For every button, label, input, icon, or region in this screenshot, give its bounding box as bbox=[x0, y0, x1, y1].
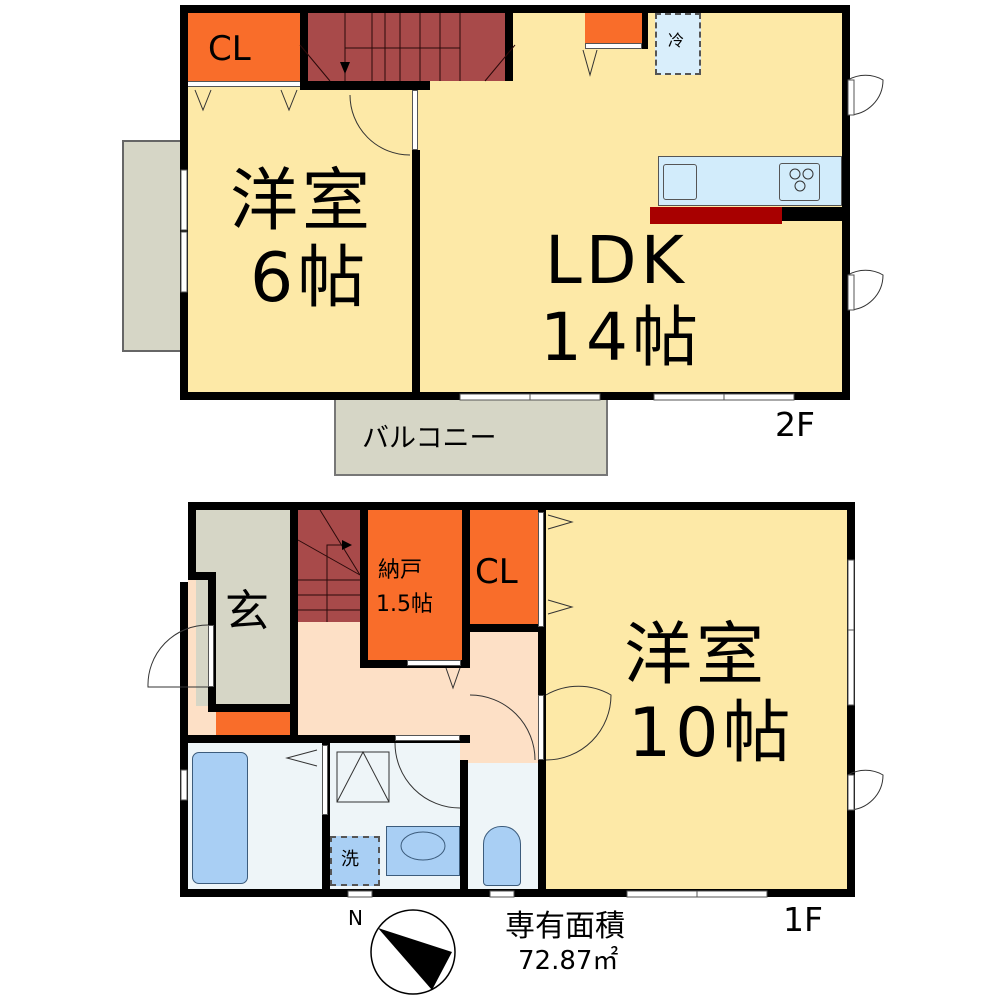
room-6jo-size: 6帖 bbox=[250, 239, 370, 318]
kitchen-backsplash bbox=[650, 207, 782, 224]
storage-room-name: 納戸 bbox=[378, 558, 423, 583]
balcony-label: バルコニー bbox=[362, 423, 497, 454]
floor-label-1f: 1F bbox=[783, 900, 823, 939]
room-10jo-name: 洋室 bbox=[624, 616, 769, 695]
storage-room-size: 1.5帖 bbox=[376, 592, 433, 617]
sink bbox=[663, 164, 697, 200]
storage-room bbox=[368, 510, 462, 660]
room-10jo-size: 10帖 bbox=[628, 694, 795, 773]
storage-shelf bbox=[585, 13, 642, 43]
fridge bbox=[655, 13, 701, 75]
compass-icon bbox=[370, 909, 456, 995]
shoe-cabinet bbox=[216, 712, 290, 738]
compass-north-label: N bbox=[348, 906, 363, 930]
bathtub bbox=[192, 752, 248, 884]
wash-basin bbox=[386, 826, 460, 876]
closet-1f bbox=[470, 510, 538, 624]
stove bbox=[779, 163, 820, 201]
genkan-label: 玄 bbox=[225, 586, 269, 637]
room-ldk-name: LDK bbox=[545, 222, 688, 299]
fridge-label: 冷 bbox=[668, 31, 685, 50]
area-value: 72.87㎡ bbox=[518, 946, 619, 976]
closet-2f-label: CL bbox=[208, 29, 251, 69]
balcony bbox=[334, 398, 608, 476]
floor-label-2f: 2F bbox=[775, 405, 815, 444]
closet-2f bbox=[188, 13, 300, 81]
room-10jo bbox=[546, 510, 847, 889]
toilet-bowl bbox=[483, 826, 521, 886]
washer bbox=[330, 836, 380, 886]
area-label: 専有面積 bbox=[505, 909, 625, 944]
washer-label: 洗 bbox=[341, 849, 359, 870]
closet-door bbox=[188, 81, 300, 87]
room-6jo-name: 洋室 bbox=[230, 162, 375, 241]
stairs-1f bbox=[298, 510, 360, 622]
room-ldk-size: 14帖 bbox=[540, 299, 702, 376]
side-balcony bbox=[122, 140, 184, 352]
closet-1f-label: CL bbox=[475, 552, 518, 592]
stairs-2f bbox=[300, 13, 513, 81]
